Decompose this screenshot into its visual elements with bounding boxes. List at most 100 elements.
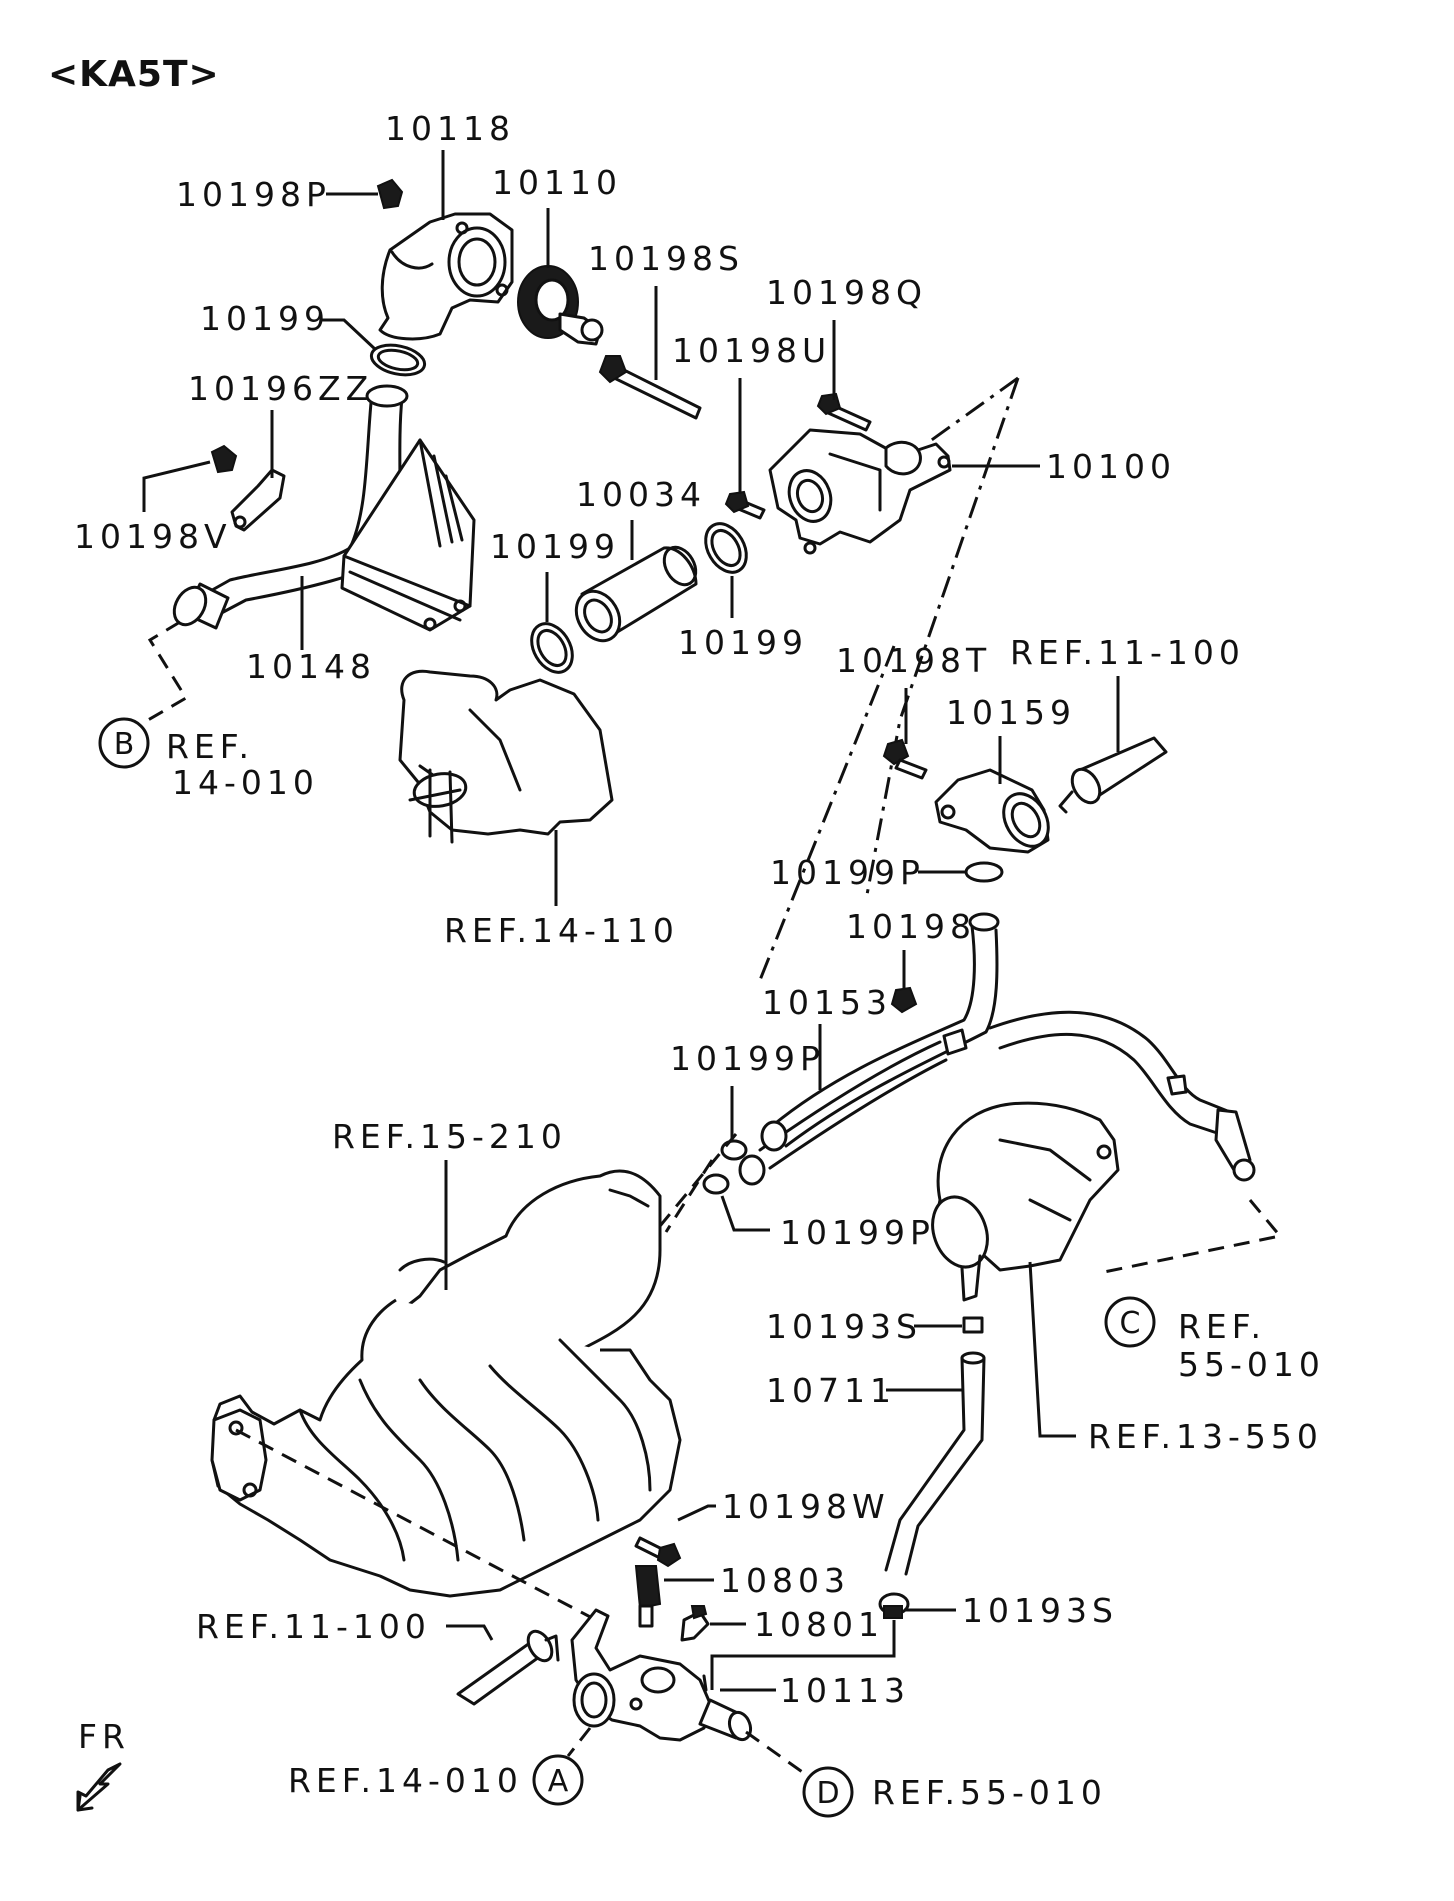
leader-10199-a (322, 318, 378, 352)
label-10196ZZ: 10196ZZ (188, 369, 373, 408)
label-10198V: 10198V (74, 517, 232, 556)
part-10199-oring-left (530, 622, 574, 674)
marker-b-text: B (114, 727, 135, 762)
part-10110-thermostat (517, 265, 604, 346)
part-water-bypass-fitting (570, 1608, 753, 1742)
part-10100-thermostat-housing (768, 428, 952, 555)
part-10196ZZ-bracket (230, 468, 286, 532)
leader-10198W (677, 1504, 716, 1522)
label-10198P: 10198P (176, 175, 331, 214)
part-10159-fitting (934, 768, 1050, 854)
part-10801-sensor (680, 1605, 710, 1642)
part-10198S-long-bolt (598, 355, 702, 420)
label-10118: 10118 (385, 109, 515, 148)
marker-a-text: A (548, 1764, 569, 1799)
part-10199-oring-right (704, 522, 748, 574)
part-10153-hose-assembly (738, 912, 1256, 1186)
label-10199P-c: 10199P (780, 1213, 935, 1252)
ref-11-100-sensor-top (1058, 736, 1168, 814)
label-ref-11-100-top: REF.11-100 (1010, 633, 1245, 672)
label-ref-55-010-c-1: REF. (1178, 1307, 1266, 1346)
part-10199-oring-upper (369, 343, 427, 377)
label-10198U: 10198U (672, 331, 831, 370)
label-10803: 10803 (720, 1561, 850, 1600)
ref-b-dash (147, 620, 189, 722)
ref-c-dash (1103, 1199, 1283, 1274)
leader-10198V (142, 460, 211, 512)
label-10801: 10801 (754, 1605, 884, 1644)
dash-manifold-bypass (235, 1428, 597, 1622)
part-10803-sensor (634, 1565, 662, 1628)
part-10198W-bolt (634, 1536, 682, 1568)
label-10110: 10110 (492, 163, 622, 202)
label-10198W: 10198W (722, 1487, 890, 1526)
label-ref-14-010-a: REF.14-010 (288, 1761, 523, 1800)
label-10148: 10148 (246, 647, 376, 686)
part-10199P-gasket-b (720, 1139, 748, 1161)
ref-13-550-throttle-body (931, 1101, 1120, 1302)
part-10193S-clip-upper (962, 1316, 984, 1334)
model-code: <KA5T> (48, 54, 220, 95)
part-10199P-gasket-c (702, 1173, 730, 1195)
fr-label: FR (78, 1717, 130, 1756)
label-10159: 10159 (946, 693, 1076, 732)
label-10193S-b: 10193S (962, 1591, 1118, 1630)
label-10034: 10034 (576, 475, 706, 514)
part-10198T-bolt (882, 738, 928, 780)
line-bypass-hose (710, 1620, 896, 1690)
marker-d-text: D (816, 1776, 839, 1811)
marker-d (802, 1766, 854, 1818)
marker-c-text: C (1120, 1306, 1141, 1341)
fr-arrow-icon (76, 1762, 122, 1812)
label-10199-a: 10199 (200, 299, 330, 338)
marker-b (98, 717, 150, 769)
label-10199P-a: 10199P (770, 853, 925, 892)
leader-ref-13-550 (1028, 1261, 1076, 1438)
label-10199-b: 10199 (490, 527, 620, 566)
part-10199P-gasket-a (964, 861, 1004, 883)
label-ref-14-110: REF.14-110 (444, 911, 679, 950)
label-ref-55-010-d: REF.55-010 (872, 1773, 1107, 1812)
label-10153: 10153 (762, 983, 892, 1022)
part-10198-bolt (890, 986, 918, 1014)
marker-a (532, 1754, 584, 1806)
label-10198: 10198 (846, 907, 976, 946)
part-10198Q-bolt (816, 392, 872, 432)
label-10198S: 10198S (588, 239, 744, 278)
part-10711-hose (884, 1351, 986, 1576)
dashdot-10100-c (758, 645, 896, 981)
label-10198Q: 10198Q (766, 273, 927, 312)
part-10198U-bolt (724, 490, 766, 520)
dashdot-10100-a (925, 376, 1019, 446)
part-10198V-bolt (210, 444, 238, 474)
label-ref-13-550: REF.13-550 (1088, 1417, 1323, 1456)
leader-ref-11-100-bottom (446, 1624, 494, 1641)
label-10113: 10113 (780, 1671, 910, 1710)
part-10193S-clip-lower (878, 1592, 910, 1619)
ref-15-210-intake-manifold (210, 1169, 682, 1598)
label-10100: 10100 (1046, 447, 1176, 486)
label-10198T: 10198T (836, 641, 991, 680)
part-10118-water-outlet (378, 212, 514, 341)
label-ref-55-010-c-2: 55-010 (1178, 1345, 1325, 1384)
label-ref-14-010-b-2: 14-010 (172, 763, 319, 802)
ref-d-dash (745, 1730, 809, 1778)
ref-a-dash (566, 1727, 592, 1757)
leader-10199P-c (720, 1195, 770, 1232)
part-10198P-bolt (376, 178, 404, 210)
dashdot-10100-b (864, 377, 1020, 901)
dash-manifold-a (658, 1133, 738, 1227)
label-10199-c: 10199 (678, 623, 808, 662)
label-ref-14-010-b-1: REF. (166, 727, 254, 766)
part-10148-water-pipe (172, 384, 476, 632)
dash-manifold-b (664, 1159, 714, 1233)
label-10711: 10711 (766, 1371, 896, 1410)
ref-11-100-sensor-bottom (456, 1629, 560, 1706)
ref-14-110-component (398, 669, 614, 844)
label-10193S-a: 10193S (766, 1307, 922, 1346)
part-10034-pipe (574, 545, 698, 643)
label-ref-11-100-bottom: REF.11-100 (196, 1607, 431, 1646)
label-ref-15-210: REF.15-210 (332, 1117, 567, 1156)
